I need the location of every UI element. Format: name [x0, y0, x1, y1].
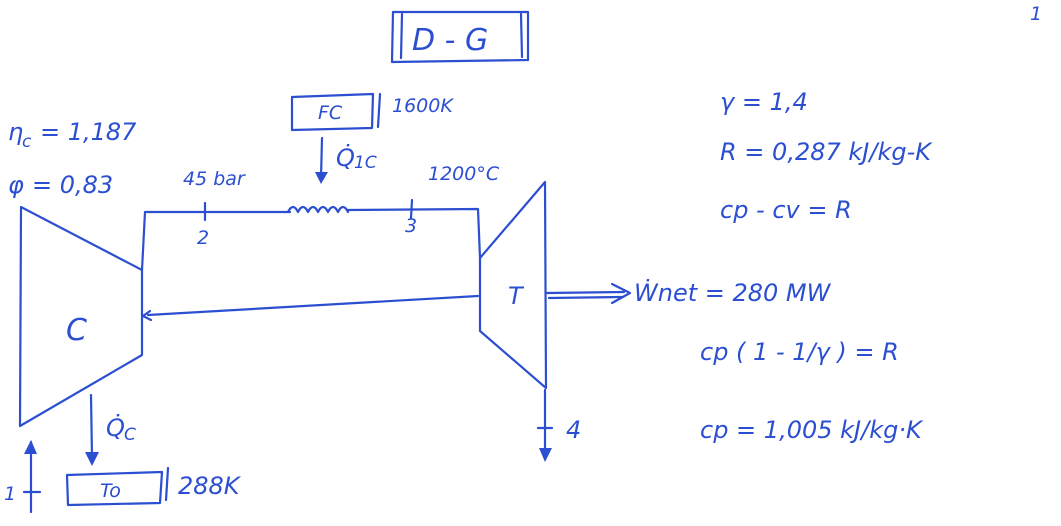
title-box: D - G — [390, 10, 530, 64]
combustor-box-label: FC — [318, 102, 343, 124]
eta-symbol: η — [8, 118, 23, 146]
combustor-box: FC 1600K — [290, 92, 454, 132]
heat-in-arrow — [319, 136, 324, 180]
heat-out-arrow — [89, 393, 94, 460]
work-arrow — [545, 290, 626, 295]
combustor-temperature: 1600K — [392, 95, 454, 117]
eta-subscript: c — [22, 132, 32, 152]
heat-out-subscript: C — [124, 425, 136, 445]
ambient-temperature: 288K — [178, 472, 242, 500]
ambient-box: To 288K — [65, 466, 242, 507]
state-1-label: 1 — [4, 483, 16, 505]
gas-constant-line: R = 0,287 kJ/kg-K — [720, 138, 933, 166]
heat-in-symbol: Q̇ — [336, 144, 355, 172]
heat-in-subscript: 1C — [354, 153, 377, 173]
pressure-2-label: 45 bar — [183, 168, 246, 190]
phi-value: = 0,83 — [32, 171, 113, 199]
title-text: D - G — [412, 23, 488, 58]
duct-compressor-to-combustor — [140, 210, 292, 272]
compressor: C — [18, 205, 144, 428]
phi-symbol: φ — [8, 171, 24, 199]
cp-cv-line: cp - cv = R — [720, 196, 852, 224]
turbine-label: T — [508, 282, 525, 310]
state-4-label: 4 — [566, 416, 581, 444]
turbine: T — [478, 180, 548, 390]
eta-value: = 1,187 — [40, 118, 137, 146]
duct-combustor-to-turbine — [346, 207, 482, 260]
cp-relation-line: cp ( 1 - 1/γ ) = R — [700, 338, 899, 366]
compressor-label: C — [66, 313, 87, 348]
state-3-label: 3 — [405, 215, 417, 237]
heat-out-symbol: Q̇ — [106, 414, 125, 442]
work-label: Ẇnet = 280 MW — [634, 278, 832, 307]
temperature-3-label: 1200°C — [428, 163, 500, 185]
cp-value-line: cp = 1,005 kJ/kg·K — [700, 416, 924, 444]
state-2-label: 2 — [197, 227, 209, 249]
shaft — [146, 294, 480, 317]
gamma-line: γ = 1,4 — [720, 88, 808, 116]
combustor-coil — [286, 205, 350, 214]
ambient-box-label: To — [100, 480, 121, 502]
page-number: 1 — [1030, 3, 1042, 25]
